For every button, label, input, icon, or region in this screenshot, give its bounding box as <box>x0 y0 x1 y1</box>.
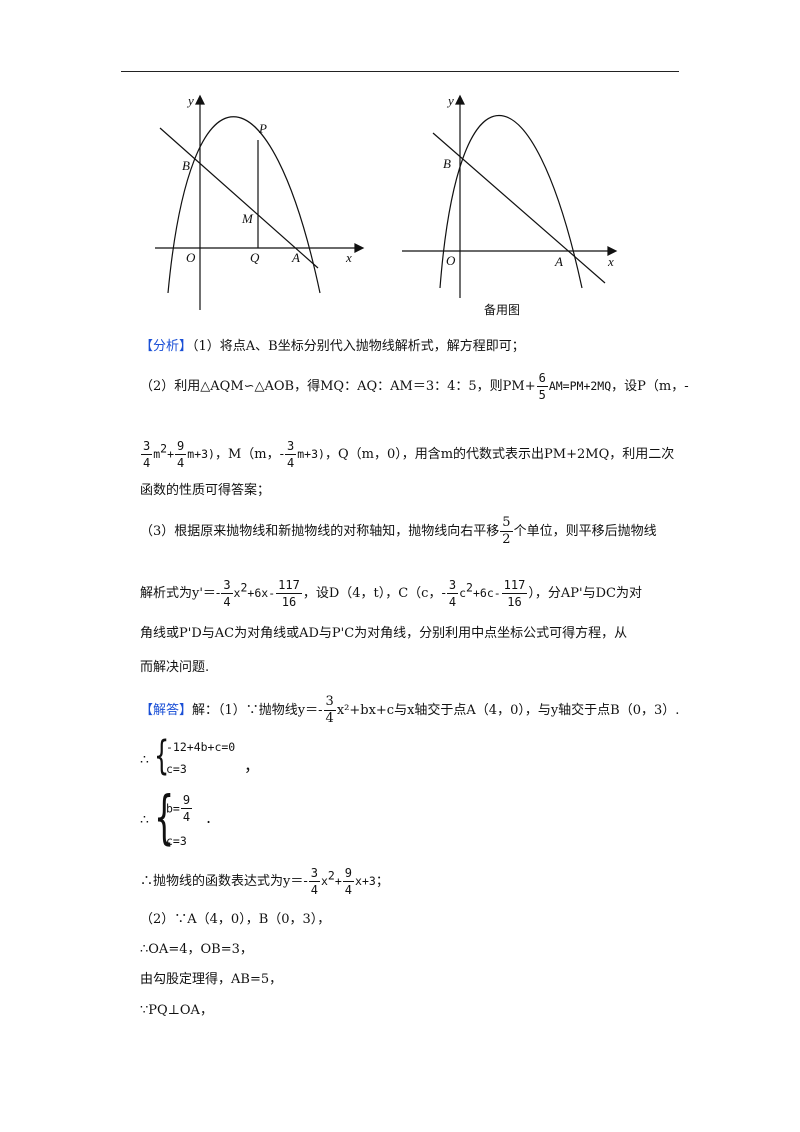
x-arrow-icon <box>354 243 365 253</box>
label-o: O <box>186 250 196 265</box>
label-a: A <box>291 250 300 265</box>
y-arrow-icon <box>195 94 205 105</box>
parabola <box>439 114 583 289</box>
solution-s3: （2）∵A（4，0），B（0，3）， <box>140 912 331 927</box>
label-m: M <box>241 211 254 226</box>
analysis-p1: 【分析】（1）将点A、B坐标分别代入抛物线解析式，解方程即可； <box>140 339 525 354</box>
brace-icon: { <box>154 733 170 779</box>
equation-system-1: ∴ { -12+4b+c=0 c=3 ， <box>140 733 261 779</box>
figure-right: y x O B A 备用图 <box>402 93 618 317</box>
label-y: y <box>186 93 194 108</box>
label-o: O <box>446 253 456 268</box>
solution-s5: 由勾股定理得，AB=5， <box>140 972 283 987</box>
line-ab <box>432 132 606 284</box>
x-arrow-icon <box>607 246 618 256</box>
figure-left: y x O B P M Q A <box>155 93 365 310</box>
analysis-p8: 而解决问题. <box>140 660 210 675</box>
figure-caption: 备用图 <box>484 303 520 317</box>
label-b: B <box>443 156 451 171</box>
brace-icon: { <box>154 783 175 851</box>
solution-s6: ∵PQ⊥OA， <box>140 1003 213 1018</box>
header-rule <box>121 71 679 72</box>
y-arrow-icon <box>455 94 465 105</box>
line-ab <box>159 127 319 269</box>
solution-s4: ∴OA=4，OB=3， <box>140 942 253 957</box>
analysis-tag: 【分析】 <box>140 339 193 354</box>
analysis-p4: 函数的性质可得答案； <box>140 483 271 498</box>
solution-tag: 【解答】 <box>140 703 193 718</box>
label-x: x <box>607 254 614 269</box>
analysis-p7: 角线或P'D与AC为对角线或AD与P'C为对角线，分别利用中点坐标公式可得方程，… <box>140 626 628 641</box>
parabola <box>167 116 321 294</box>
label-p: P <box>258 121 267 136</box>
label-b: B <box>182 158 190 173</box>
label-x: x <box>345 250 352 265</box>
label-y: y <box>446 93 454 108</box>
label-a: A <box>554 254 563 269</box>
label-q: Q <box>250 250 260 265</box>
